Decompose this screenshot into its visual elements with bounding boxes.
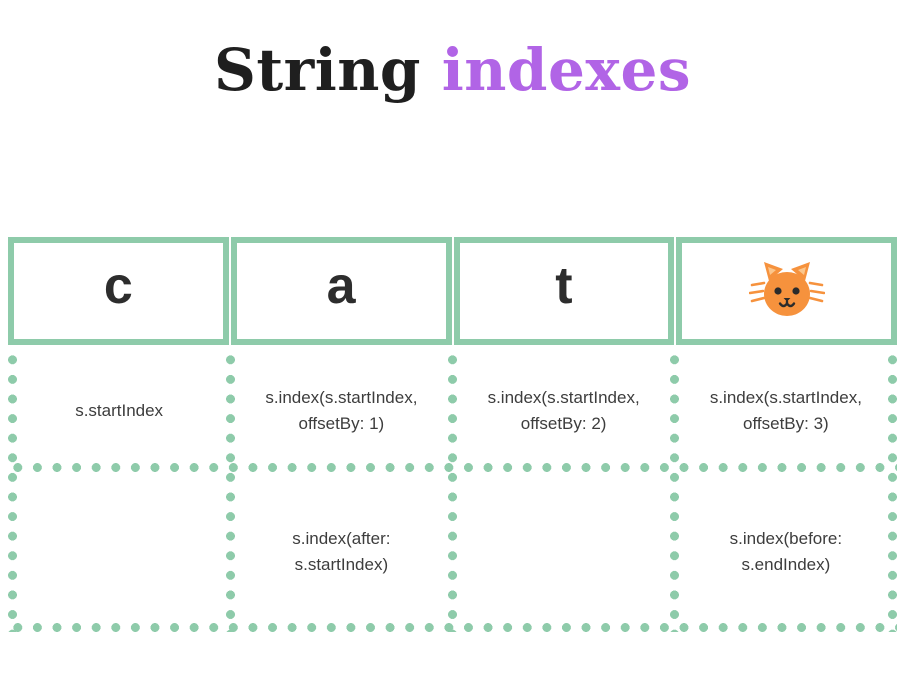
dotted-line-horizontal: [8, 463, 897, 472]
index-cell-before: s.index(before: s.endIndex): [729, 528, 843, 574]
title-word-string: String: [214, 36, 421, 104]
dotted-line-vertical: [448, 350, 457, 632]
char-cell-c: c: [8, 237, 229, 345]
dotted-line-vertical: [670, 350, 680, 632]
dotted-line-vertical: [888, 350, 897, 632]
string-index-table: c a t: [8, 237, 897, 632]
cat-face-emoji-icon: [748, 262, 825, 316]
dotted-line-vertical: [225, 350, 235, 632]
index-cell-start: s.startIndex: [75, 400, 164, 420]
title-word-indexes: indexes: [441, 36, 691, 104]
dotted-line-horizontal: [8, 623, 897, 632]
page-title: String indexes: [0, 36, 905, 106]
index-cell-empty: [8, 472, 230, 632]
index-cell-offset-3: s.index(s.startIndex, offsetBy: 3): [709, 387, 862, 433]
character-header-row: c a t: [8, 237, 897, 345]
index-cell-empty: [453, 472, 675, 632]
char-cell-t: t: [453, 237, 675, 345]
dotted-line-vertical: [8, 350, 17, 632]
index-cells: s.startIndex s.index(s.startIndex, offse…: [8, 350, 897, 632]
index-grid: s.startIndex s.index(s.startIndex, offse…: [8, 350, 897, 632]
index-cell-offset-1: s.index(s.startIndex, offsetBy: 1): [265, 387, 418, 433]
char-cell-cat: [676, 237, 897, 345]
index-cell-after: s.index(after: s.startIndex): [292, 528, 391, 574]
index-cell-offset-2: s.index(s.startIndex, offsetBy: 2): [487, 387, 640, 433]
char-letter: a: [326, 257, 356, 315]
char-letter: t: [555, 257, 573, 315]
char-cell-a: a: [230, 237, 452, 345]
char-letter: c: [103, 257, 133, 315]
